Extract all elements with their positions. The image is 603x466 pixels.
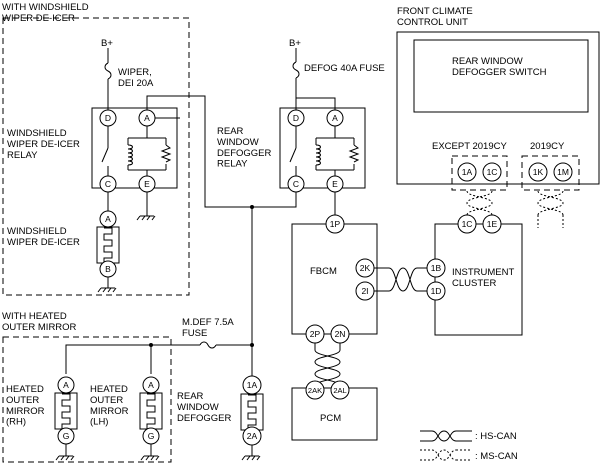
rear-relay-pin-a: A	[332, 113, 338, 123]
rear-relay-box	[279, 107, 366, 189]
rear-relay-pin-d: D	[293, 113, 299, 123]
fbcm-label: FBCM	[310, 266, 337, 277]
wiper-deicer-pin-b: B	[105, 264, 111, 274]
variant-2019: 2019CY	[530, 141, 565, 152]
climate-pin-1c: 1C	[487, 167, 498, 177]
bplus-left: B+	[101, 38, 113, 49]
fbcm-pin-2p: 2P	[310, 329, 321, 339]
legend-ms-can-symbol	[420, 449, 472, 461]
hs-can-pair-fbcm-pcm	[314, 349, 341, 387]
climate-pin-1a: 1A	[462, 167, 473, 177]
legend-hs-can-symbol	[420, 430, 472, 442]
wiper-relay-pin-c: C	[105, 179, 111, 189]
wiper-relay-box	[91, 107, 178, 189]
ms-can-pair-2019	[537, 190, 564, 228]
rear-defogger-pin-1a: 1A	[247, 380, 258, 390]
defogger-switch-box	[413, 39, 589, 113]
mdef-fuse	[199, 341, 217, 349]
mirror-rh-pin-a: A	[63, 380, 69, 390]
fbcm-pin-2i: 2I	[361, 286, 368, 296]
cluster-pin-1b: 1B	[431, 263, 442, 273]
hs-can-pair-fbcm-cluster	[388, 267, 418, 292]
windshield-group-box	[2, 17, 190, 296]
variant-box-2019	[521, 155, 580, 191]
wiper-fuse-label: WIPER,DEI 20A	[118, 67, 154, 89]
mirror-lh-pin-g: G	[148, 431, 155, 441]
mirror-group-box	[2, 336, 172, 463]
wiper-relay-pin-d: D	[105, 113, 111, 123]
rear-relay-pin-e: E	[332, 179, 338, 189]
legend-ms-can: : MS-CAN	[475, 451, 518, 462]
legend-hs-can: : HS-CAN	[475, 431, 517, 442]
wiper-deicer-pin-a: A	[105, 214, 111, 224]
climate-pin-1m: 1M	[557, 167, 569, 177]
fbcm-box	[291, 223, 378, 335]
wiper-fuse	[104, 62, 112, 80]
cluster-pin-1c: 1C	[462, 219, 473, 229]
wiper-relay-pin-e: E	[144, 179, 150, 189]
defog-fuse	[292, 61, 300, 79]
ms-can-pair-cluster-climate	[466, 190, 493, 216]
rear-defogger-pin-2a: 2A	[247, 431, 258, 441]
defog-fuse-label: DEFOG 40A FUSE	[304, 63, 385, 74]
variant-except-2019: EXCEPT 2019CY	[432, 141, 507, 152]
bplus-right: B+	[289, 38, 301, 49]
variant-box-except-2019	[451, 155, 508, 191]
fbcm-pin-1p: 1P	[330, 219, 341, 229]
cluster-box	[434, 223, 523, 336]
cluster-pin-1d: 1D	[431, 286, 442, 296]
mirror-lh-pin-a: A	[148, 380, 154, 390]
cluster-pin-1e: 1E	[487, 219, 498, 229]
pcm-pin-2ak: 2AK	[308, 386, 322, 395]
wiper-relay-pin-a: A	[144, 113, 150, 123]
climate-unit-box	[396, 31, 600, 185]
fbcm-pin-2k: 2K	[360, 263, 371, 273]
mirror-rh-pin-g: G	[63, 431, 70, 441]
pcm-label: PCM	[320, 413, 341, 424]
pcm-pin-2al: 2AL	[333, 386, 346, 395]
rear-relay-pin-c: C	[293, 179, 299, 189]
climate-pin-1k: 1K	[533, 167, 544, 177]
fbcm-pin-2n: 2N	[335, 329, 346, 339]
